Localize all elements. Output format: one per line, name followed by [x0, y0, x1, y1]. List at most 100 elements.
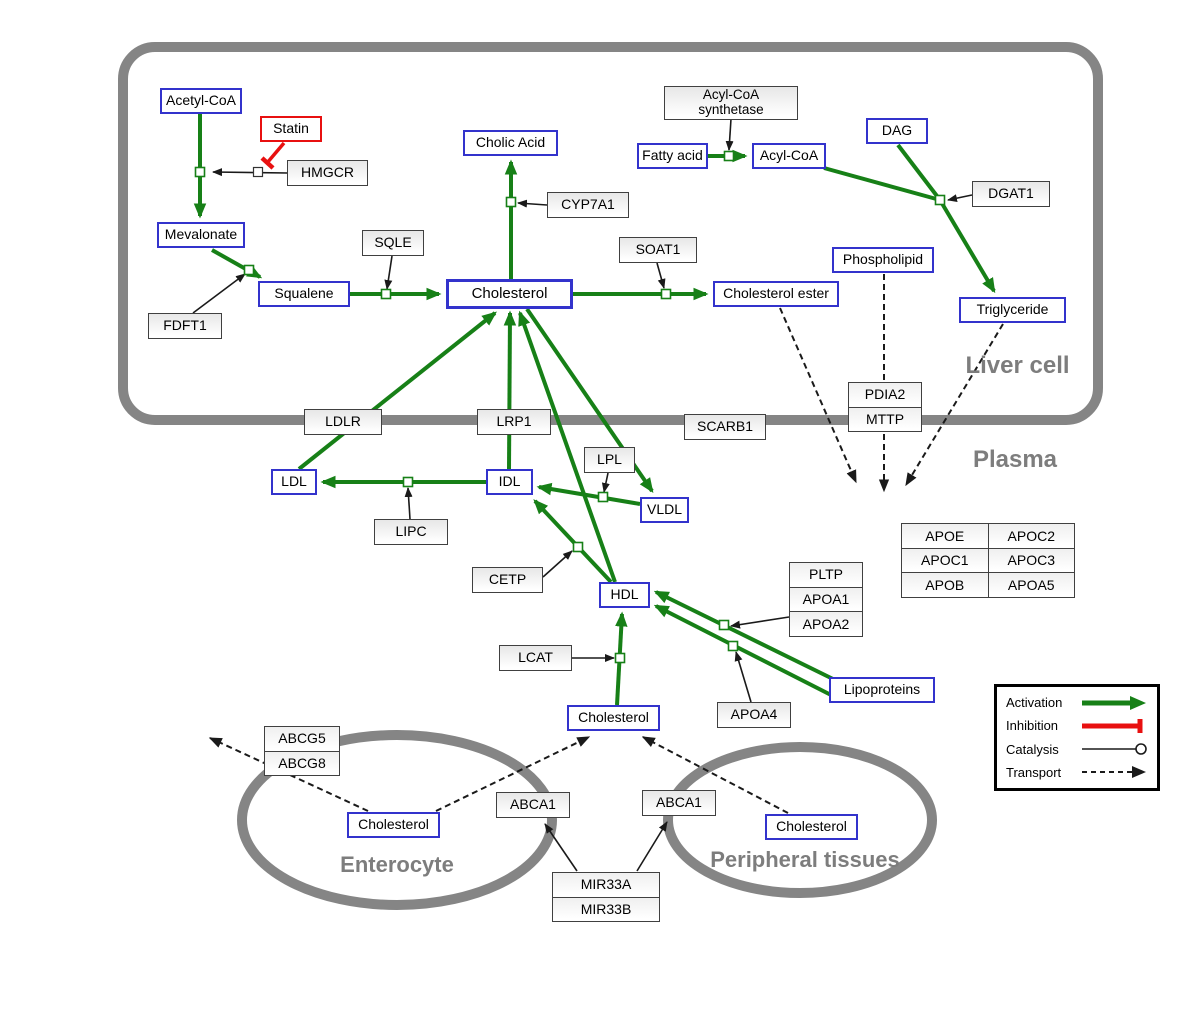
edge-hdl-to-idl-via-cetp: [533, 499, 613, 584]
legend-row-activation: Activation: [1006, 695, 1148, 711]
cat-cetp: [542, 550, 573, 578]
node-mevalonate[interactable]: Mevalonate: [157, 222, 245, 248]
peripheral-tissues-membrane: [663, 742, 937, 898]
node-vldl[interactable]: VLDL: [640, 497, 689, 523]
node-lpl[interactable]: LPL: [584, 447, 635, 473]
node-cholesterol-enterocyte[interactable]: Cholesterol: [347, 812, 440, 838]
node-triglyceride[interactable]: Triglyceride: [959, 297, 1066, 323]
node-lcat[interactable]: LCAT: [499, 645, 572, 671]
edge-ldl-to-cholesterol-via-ldlr: [297, 311, 497, 471]
node-cetp[interactable]: CETP: [472, 567, 543, 593]
edge-hdl-to-cholesterol: [518, 310, 617, 583]
node-acetyl-coa[interactable]: Acetyl-CoA: [160, 88, 242, 114]
edge-lipoproteins-to-hdl-upper: [653, 590, 834, 681]
cat-soat1: [656, 262, 666, 289]
acyl-coa-synthetase-line1: Acyl-CoA: [702, 87, 760, 103]
legend-row-transport: Transport: [1006, 764, 1148, 780]
trans-enterocyte-cholesterol-to-plasma: [435, 736, 591, 812]
junction-lcat: [614, 652, 626, 664]
node-dag[interactable]: DAG: [866, 118, 928, 144]
node-cholesterol-plasma[interactable]: Cholesterol: [567, 705, 660, 731]
node-mir33a[interactable]: MIR33A: [553, 873, 659, 897]
catalysis-circle-icon: [1082, 743, 1147, 755]
node-fatty-acid[interactable]: Fatty acid: [637, 143, 708, 169]
anchor-statin-binding: [252, 166, 264, 178]
legend-catalysis-label: Catalysis: [1006, 741, 1059, 757]
node-apoa2[interactable]: APOA2: [790, 611, 862, 637]
junction-pltp-apoa: [718, 619, 730, 631]
node-pdia2[interactable]: PDIA2: [849, 383, 921, 407]
node-mir33-group: MIR33A MIR33B: [552, 872, 660, 922]
trans-enterocyte-cholesterol-via-abcg: [208, 737, 369, 812]
edge-idl-to-cholesterol-via-lrp1: [503, 310, 517, 470]
node-cholesterol-liver[interactable]: Cholesterol: [446, 279, 573, 309]
node-apoa1[interactable]: APOA1: [790, 586, 862, 612]
junction-cyp7a1: [505, 196, 517, 208]
enterocyte-membrane: [237, 730, 557, 910]
node-apoc2[interactable]: APOC2: [988, 524, 1075, 549]
plasma-label: Plasma: [972, 446, 1058, 473]
node-cholesterol-peripheral[interactable]: Cholesterol: [765, 814, 858, 840]
node-sqle[interactable]: SQLE: [362, 230, 424, 256]
node-ldlr[interactable]: LDLR: [304, 409, 382, 435]
node-apoe[interactable]: APOE: [902, 524, 989, 549]
edge-lipoproteins-to-hdl-lower: [653, 604, 834, 698]
node-acyl-coa-synthetase[interactable]: Acyl-CoA synthetase: [664, 86, 798, 120]
node-phospholipid[interactable]: Phospholipid: [832, 247, 934, 273]
cat-lpl: [601, 472, 610, 493]
node-fdft1[interactable]: FDFT1: [148, 313, 222, 339]
node-abca1-peripheral[interactable]: ABCA1: [642, 790, 716, 816]
junction-dgat1: [934, 194, 946, 206]
junction-lpl: [597, 491, 609, 503]
node-mir33b[interactable]: MIR33B: [553, 896, 659, 921]
junction-apoa4: [727, 640, 739, 652]
cat-apoa4: [734, 651, 752, 703]
node-apoa4[interactable]: APOA4: [717, 702, 791, 728]
node-pltp[interactable]: PLTP: [790, 563, 862, 587]
node-scarb1[interactable]: SCARB1: [684, 414, 766, 440]
legend-inhibition-label: Inhibition: [1006, 718, 1059, 734]
node-lipoproteins[interactable]: Lipoproteins: [829, 677, 935, 703]
node-cholesterol-ester[interactable]: Cholesterol ester: [713, 281, 839, 307]
legend: Activation Inhibition Catalysis Transpor…: [994, 684, 1160, 791]
node-idl[interactable]: IDL: [486, 469, 533, 495]
node-apob[interactable]: APOB: [902, 573, 989, 598]
legend-row-inhibition: Inhibition: [1006, 718, 1148, 734]
node-cholic-acid[interactable]: Cholic Acid: [463, 130, 558, 156]
liver-cell-label: Liver cell: [965, 352, 1070, 379]
node-soat1[interactable]: SOAT1: [619, 237, 697, 263]
node-apoc1[interactable]: APOC1: [902, 548, 989, 574]
junction-lipc: [402, 476, 414, 488]
edge-dgat1-junction-to-triglyceride: [938, 198, 996, 294]
node-dgat1[interactable]: DGAT1: [972, 181, 1050, 207]
liver-cell-membrane: [118, 42, 1103, 425]
node-abcg5[interactable]: ABCG5: [265, 727, 339, 751]
node-cyp7a1[interactable]: CYP7A1: [547, 192, 629, 218]
node-abca1-enterocyte[interactable]: ABCA1: [496, 792, 570, 818]
node-mttp[interactable]: MTTP: [849, 406, 921, 431]
junction-acyl-coa-synthetase: [723, 150, 735, 162]
node-hdl[interactable]: HDL: [599, 582, 650, 608]
edge-acylcoa-to-dgat1-junction: [823, 166, 941, 202]
node-apoc3[interactable]: APOC3: [988, 548, 1075, 574]
statin-inhibition-tbar: [260, 156, 275, 170]
node-acyl-coa[interactable]: Acyl-CoA: [752, 143, 826, 169]
node-ldl[interactable]: LDL: [271, 469, 317, 495]
node-lrp1[interactable]: LRP1: [477, 409, 551, 435]
trans-triglyceride-to-plasma: [905, 323, 1004, 487]
trans-cholesterol-ester-to-plasma: [779, 307, 857, 484]
junction-soat1: [660, 288, 672, 300]
node-abcg-group: ABCG5 ABCG8: [264, 726, 340, 776]
junction-cetp: [572, 541, 584, 553]
node-hmgcr[interactable]: HMGCR: [287, 160, 368, 186]
node-abcg8[interactable]: ABCG8: [265, 750, 339, 775]
activation-arrow-icon: [1082, 695, 1146, 710]
node-lipc[interactable]: LIPC: [374, 519, 448, 545]
cat-dgat1: [947, 194, 973, 203]
node-squalene[interactable]: Squalene: [258, 281, 350, 307]
trans-peripheral-cholesterol-to-plasma: [641, 736, 789, 814]
cat-acyl-coa-synthetase: [725, 118, 734, 151]
inhibition-tbar-icon: [1082, 718, 1143, 733]
node-statin[interactable]: Statin: [260, 116, 322, 142]
node-apoa5[interactable]: APOA5: [988, 573, 1075, 598]
